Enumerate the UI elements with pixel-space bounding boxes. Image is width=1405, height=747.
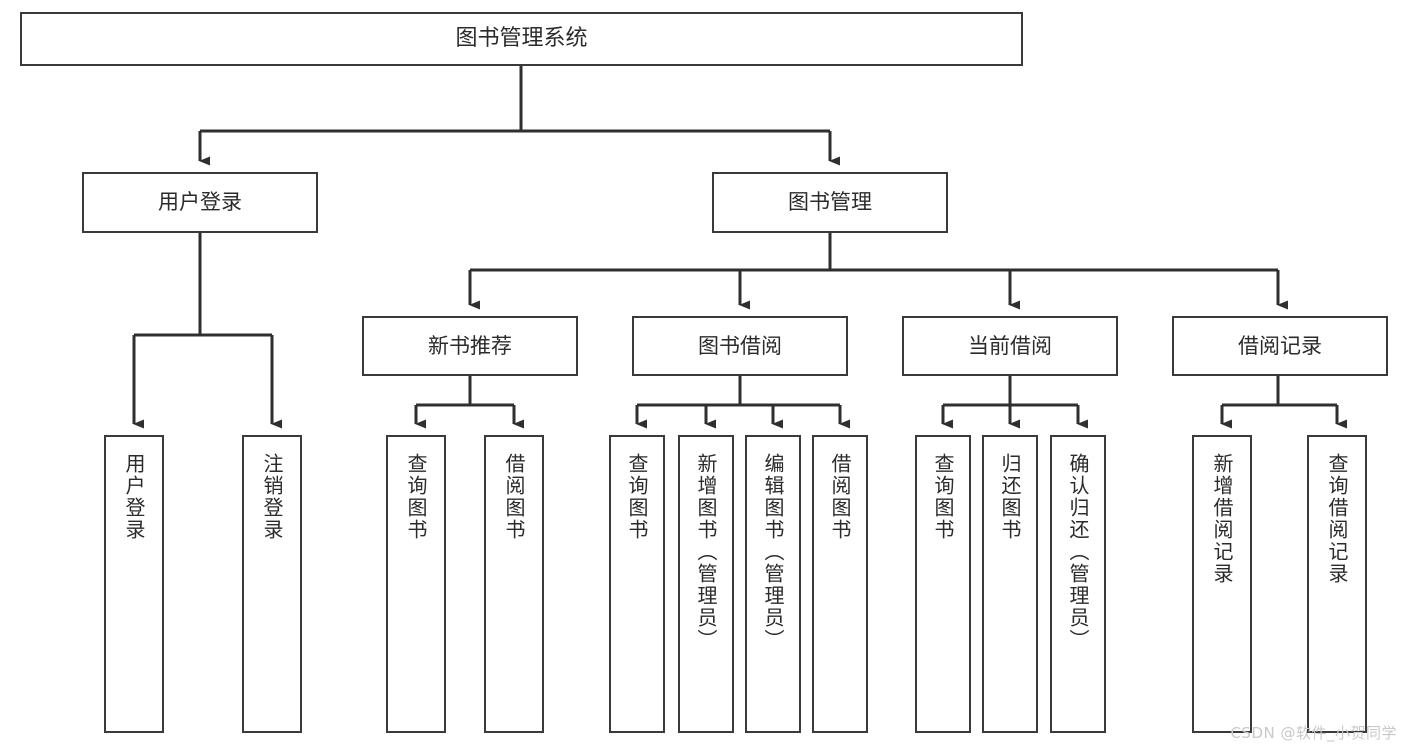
node-label: 归还图书	[998, 453, 1022, 541]
node-new-book-recommend[interactable]: 新书推荐	[362, 316, 578, 376]
node-label: 编辑图书（管理员）	[761, 453, 785, 651]
node-label: 查询图书	[625, 453, 649, 541]
node-label: 当前借阅	[968, 333, 1052, 358]
node-leaf-add-record[interactable]: 新增借阅记录	[1192, 435, 1252, 733]
node-label: 查询图书	[404, 453, 428, 541]
node-leaf-user-login[interactable]: 用户登录	[104, 435, 164, 733]
node-leaf-borrow-book-1[interactable]: 借阅图书	[484, 435, 544, 733]
watermark-text: CSDN @软件_小贺同学	[1230, 724, 1397, 742]
node-leaf-return-book[interactable]: 归还图书	[982, 435, 1038, 733]
node-leaf-borrow-book-2[interactable]: 借阅图书	[812, 435, 868, 733]
node-label: 新书推荐	[428, 333, 512, 358]
node-leaf-confirm-return[interactable]: 确认归还（管理员）	[1050, 435, 1106, 733]
node-label: 查询图书	[931, 453, 955, 541]
node-label: 图书管理	[788, 190, 872, 215]
node-label: 借阅记录	[1238, 333, 1322, 358]
node-label: 用户登录	[158, 190, 242, 215]
node-leaf-query-book-3[interactable]: 查询图书	[915, 435, 971, 733]
node-label: 用户登录	[122, 453, 146, 541]
node-borrow-record[interactable]: 借阅记录	[1172, 316, 1388, 376]
node-label: 注销登录	[260, 453, 284, 541]
node-book-manage[interactable]: 图书管理	[712, 172, 948, 233]
node-user-login[interactable]: 用户登录	[82, 172, 318, 233]
node-label: 确认归还（管理员）	[1066, 453, 1090, 651]
node-current-borrow[interactable]: 当前借阅	[902, 316, 1118, 376]
node-leaf-user-logout[interactable]: 注销登录	[242, 435, 302, 733]
node-leaf-query-book-2[interactable]: 查询图书	[609, 435, 665, 733]
node-label: 图书借阅	[698, 333, 782, 358]
node-leaf-query-book-1[interactable]: 查询图书	[386, 435, 446, 733]
node-label: 查询借阅记录	[1325, 453, 1349, 585]
node-leaf-query-record[interactable]: 查询借阅记录	[1307, 435, 1367, 733]
node-label: 图书管理系统	[455, 26, 588, 52]
node-label: 新增图书（管理员）	[694, 453, 718, 651]
node-leaf-edit-book[interactable]: 编辑图书（管理员）	[745, 435, 801, 733]
node-book-borrow[interactable]: 图书借阅	[632, 316, 848, 376]
node-label: 借阅图书	[502, 453, 526, 541]
node-leaf-add-book[interactable]: 新增图书（管理员）	[678, 435, 734, 733]
node-root-book-management-system[interactable]: 图书管理系统	[20, 12, 1023, 66]
node-label: 借阅图书	[828, 453, 852, 541]
node-label: 新增借阅记录	[1210, 453, 1234, 585]
